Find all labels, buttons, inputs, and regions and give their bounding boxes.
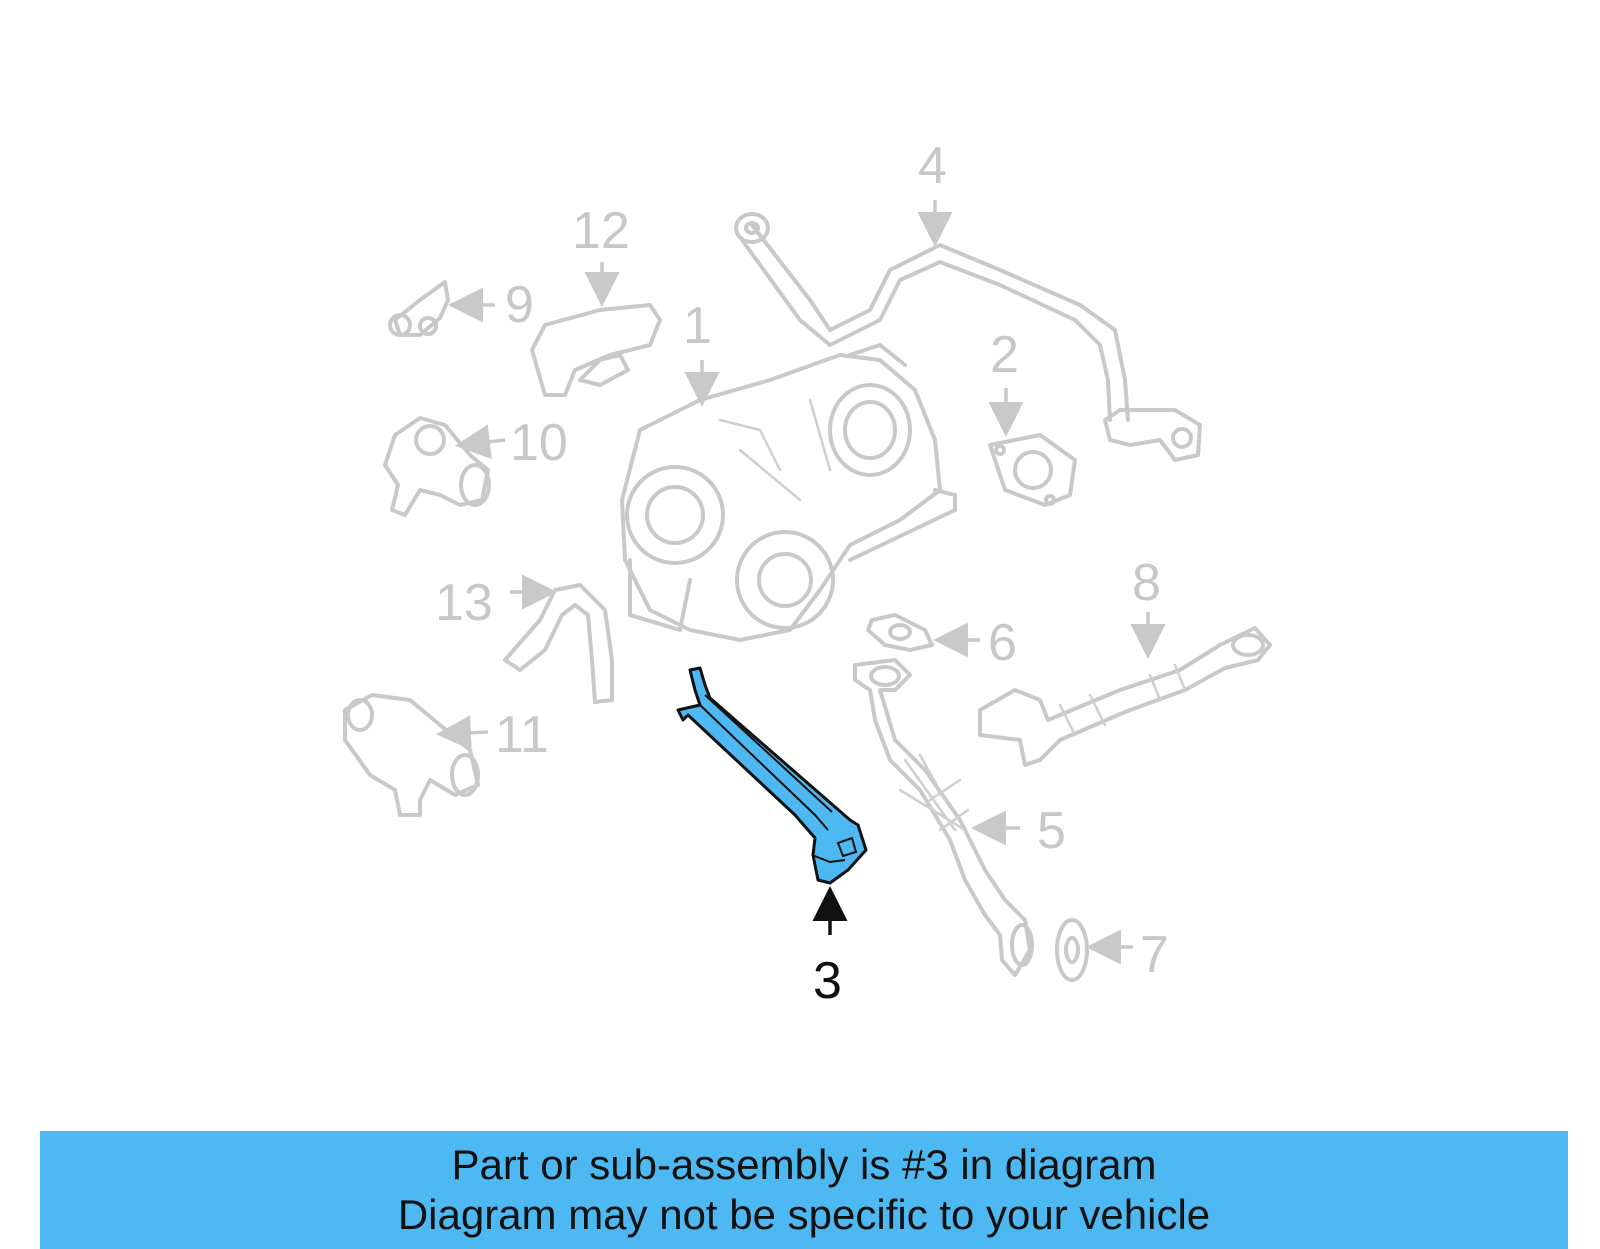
callout-8-label: 8: [1132, 554, 1161, 612]
callout-5-label: 5: [1037, 802, 1066, 860]
callout-9-label: 9: [505, 276, 534, 334]
part-3-bracket-highlighted: [676, 666, 868, 885]
part-1-turbocharger: [620, 343, 957, 642]
part-2-gasket: [988, 433, 1077, 507]
part-9-sensor: [388, 280, 450, 337]
callout-12-label: 12: [572, 202, 630, 260]
part-11-valve: [343, 693, 480, 817]
banner-line-1: Part or sub-assembly is #3 in diagram: [451, 1141, 1157, 1188]
callout-10-label: 10: [510, 414, 568, 472]
part-12-hose: [530, 303, 662, 397]
callout-11-label: 11: [495, 706, 549, 764]
part-4-oil-feed-line: [734, 212, 1202, 462]
callout-1-label: 1: [683, 297, 712, 355]
callout-6-label: 6: [988, 614, 1017, 672]
part-8-line: [978, 626, 1272, 767]
part-5-oil-return-line: [853, 658, 1034, 977]
callout-2-label: 2: [990, 326, 1019, 384]
callout-11-arrow: [436, 715, 489, 751]
part-13-hose: [503, 583, 614, 704]
info-banner: Part or sub-assembly is #3 in diagram Di…: [40, 1131, 1568, 1249]
banner-line-2: Diagram may not be specific to your vehi…: [397, 1191, 1211, 1238]
callout-4-label: 4: [918, 137, 947, 195]
callout-10-arrow: [455, 424, 506, 460]
part-7-gasket: [1055, 918, 1089, 982]
callout-13-label: 13: [435, 574, 493, 632]
part-10-valve: [383, 416, 491, 517]
callout-3-label: 3: [813, 952, 842, 1010]
callout-7-label: 7: [1140, 926, 1169, 984]
part-6-gasket: [866, 613, 934, 652]
parts-diagram: 1 4 2 12 9 10 1: [343, 137, 1272, 1010]
